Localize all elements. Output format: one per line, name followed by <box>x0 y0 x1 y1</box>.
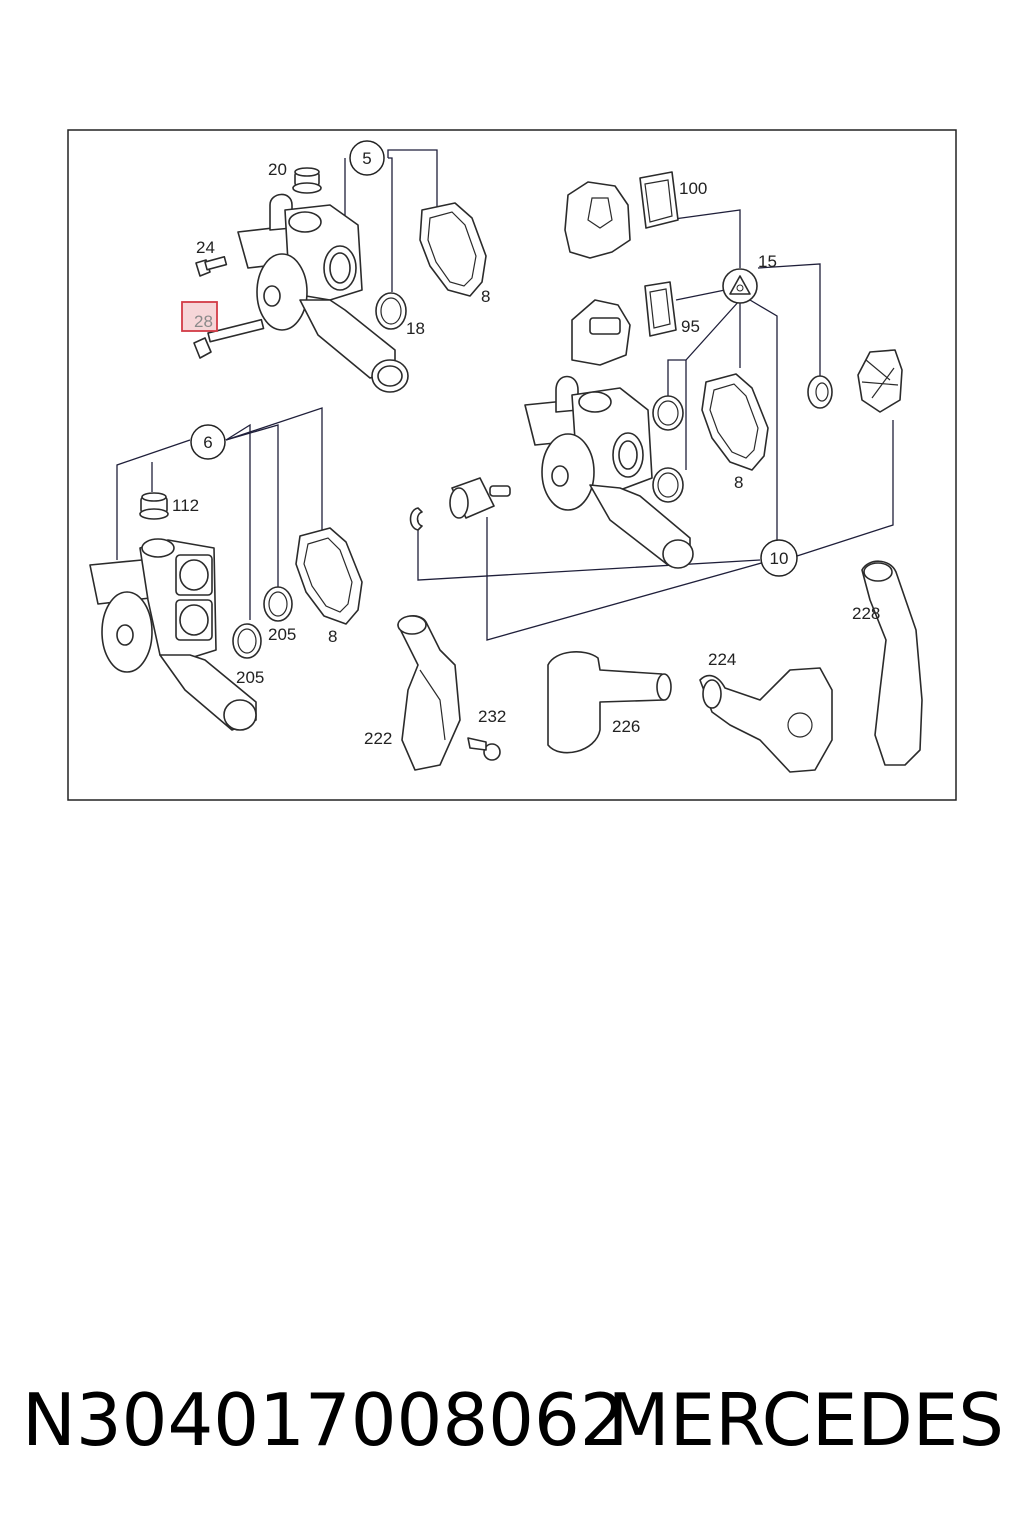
svg-text:28: 28 <box>194 312 213 331</box>
label-224: 224 <box>708 650 736 669</box>
pipe-224 <box>699 667 833 773</box>
bolt-24 <box>195 256 228 277</box>
label-24: 24 <box>196 238 215 257</box>
pump-body-6 <box>89 538 257 731</box>
bolt-28 <box>193 318 265 359</box>
part-number: N304017008062 <box>22 1378 626 1462</box>
callout-circle-5: 5 <box>349 140 385 176</box>
circlip <box>409 507 423 531</box>
label-8-left: 8 <box>328 627 337 646</box>
highlight-label-28: 28 <box>181 301 218 332</box>
svg-text:5: 5 <box>362 149 371 168</box>
footer: N304017008062 MERCEDES <box>0 1375 1024 1475</box>
bearing-bushing <box>449 477 511 519</box>
pump-body-5 <box>237 193 409 393</box>
label-15: 15 <box>758 252 777 271</box>
label-95: 95 <box>681 317 700 336</box>
label-205-left: 205 <box>236 668 264 687</box>
label-205-right: 205 <box>268 625 296 644</box>
outlet-cover <box>571 299 631 366</box>
o-ring-18 <box>375 292 407 330</box>
impeller <box>857 349 903 413</box>
svg-text:6: 6 <box>203 433 212 452</box>
o-ring-upper-10 <box>652 395 684 431</box>
label-228: 228 <box>852 604 880 623</box>
label-100: 100 <box>679 179 707 198</box>
gasket-100 <box>639 171 679 229</box>
seal-ring <box>807 375 833 409</box>
pipe-226 <box>547 651 672 754</box>
label-226: 226 <box>612 717 640 736</box>
gasket-8-right <box>701 373 769 471</box>
label-112: 112 <box>172 496 199 515</box>
thermostat-housing <box>564 181 631 259</box>
label-8-top: 8 <box>481 287 490 306</box>
water-pump-assembly-10 <box>409 171 903 641</box>
plug-112 <box>139 492 169 520</box>
gasket-95 <box>644 281 677 337</box>
o-ring-lower-10 <box>652 467 684 503</box>
label-222: 222 <box>364 729 392 748</box>
water-pump-assembly-5 <box>193 149 487 393</box>
label-18: 18 <box>406 319 425 338</box>
plug-20 <box>292 167 322 194</box>
diagram-frame <box>67 129 957 801</box>
callout-circle-10: 10 <box>760 539 798 577</box>
gasket-8-top <box>419 202 487 297</box>
svg-text:10: 10 <box>770 549 789 568</box>
water-pump-assembly-6 <box>89 407 363 731</box>
gasket-8-left <box>295 527 363 625</box>
pump-body-10 <box>524 375 694 569</box>
pipe-228 <box>861 560 923 766</box>
callout-circle-6: 6 <box>190 424 226 460</box>
pipe-222 <box>397 615 461 771</box>
brand-name: MERCEDES <box>607 1378 1004 1462</box>
label-20: 20 <box>268 160 287 179</box>
screw-232 <box>467 737 501 761</box>
connector-15 <box>722 268 758 304</box>
label-232: 232 <box>478 707 506 726</box>
o-ring-205-a <box>232 623 262 659</box>
o-ring-205-b <box>263 586 293 622</box>
label-8-right: 8 <box>734 473 743 492</box>
